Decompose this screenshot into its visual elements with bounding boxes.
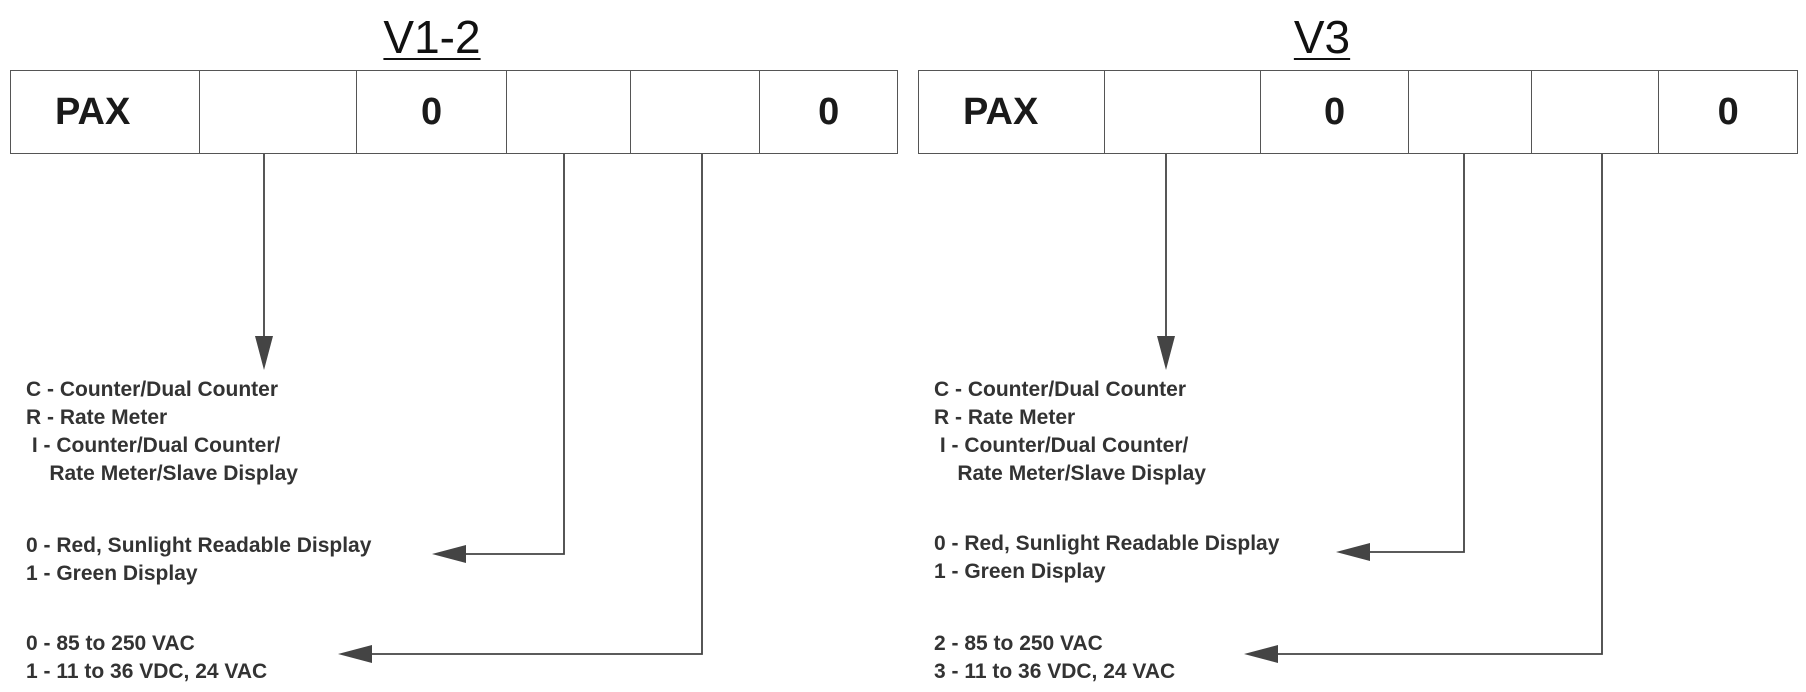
panel-2-code-cell-6: 0 <box>1658 71 1797 153</box>
panel-1-code-cell-5 <box>629 71 760 153</box>
option-line: C - Counter/Dual Counter <box>26 378 278 401</box>
panel-2-code-cell-5 <box>1530 71 1659 153</box>
option-line: R - Rate Meter <box>26 406 168 429</box>
option-line: Rate Meter/Slave Display <box>26 462 298 485</box>
panel-2-code-cell-2 <box>1103 71 1261 153</box>
option-line: C - Counter/Dual Counter <box>934 378 1186 401</box>
panel-2-code-cell-4 <box>1407 71 1531 153</box>
option-line: Rate Meter/Slave Display <box>934 462 1206 485</box>
option-line: 1 - Green Display <box>26 562 198 585</box>
panel-1-connector-1-arrowhead <box>255 336 273 370</box>
panel-2-connector-2-line <box>1366 154 1465 553</box>
panel-2-option-group-3: 2 - 85 to 250 VAC 3 - 11 to 36 VDC, 24 VA… <box>934 630 1175 686</box>
panel-1-code-cell-1: PAX <box>55 90 131 133</box>
option-line: 1 - Green Display <box>934 560 1106 583</box>
panel-1-title: V1-2 <box>383 11 481 63</box>
panel-2-code-cell-3: 0 <box>1260 71 1408 153</box>
panel-1-option-group-3: 0 - 85 to 250 VAC 1 - 11 to 36 VDC, 24 VA… <box>26 630 267 686</box>
option-line: 0 - Red, Sunlight Readable Display <box>26 534 372 557</box>
panel-1-connector-2-arrowhead <box>432 545 466 563</box>
panel-1-code-cell-4 <box>505 71 630 153</box>
panel-1-code-cell-2 <box>198 71 357 153</box>
panel-2-option-group-1: C - Counter/Dual Counter R - Rate Meter I… <box>934 376 1206 488</box>
option-line: I - Counter/Dual Counter/ <box>26 434 281 457</box>
panel-1-option-group-2: 0 - Red, Sunlight Readable Display 1 - Gr… <box>26 532 371 588</box>
panel-1-connector-3-line <box>368 154 703 655</box>
option-line: R - Rate Meter <box>934 406 1076 429</box>
panel-1-code-cell-6: 0 <box>759 71 897 153</box>
panel-1-option-group-1: C - Counter/Dual Counter R - Rate Meter I… <box>26 376 298 488</box>
panel-1-code-cell-3: 0 <box>356 71 506 153</box>
panel-2-connector-3-arrowhead <box>1244 645 1278 663</box>
panel-2-code-cell-1: PAX <box>963 90 1039 133</box>
option-line: 1 - 11 to 36 VDC, 24 VAC <box>26 660 268 683</box>
panel-2-title: V3 <box>1293 11 1351 63</box>
panel-1-connector-3-arrowhead <box>338 645 372 663</box>
panel-2-option-group-2: 0 - Red, Sunlight Readable Display 1 - Gr… <box>934 530 1279 586</box>
option-line: I - Counter/Dual Counter/ <box>934 434 1189 457</box>
panel-1-code-row: PAX 0 0 <box>10 70 898 154</box>
option-line: 0 - Red, Sunlight Readable Display <box>934 532 1280 555</box>
option-line: 0 - 85 to 250 VAC <box>26 632 195 655</box>
panel-2-connector-3-line <box>1274 154 1603 655</box>
panel-2-connector-2-arrowhead <box>1336 543 1370 561</box>
panel-2-code-row: PAX 0 0 <box>918 70 1798 154</box>
option-line: 3 - 11 to 36 VDC, 24 VAC <box>934 660 1176 683</box>
panel-2-connector-1-arrowhead <box>1157 336 1175 370</box>
panel-1-connector-2-line <box>462 154 565 555</box>
option-line: 2 - 85 to 250 VAC <box>934 632 1103 655</box>
